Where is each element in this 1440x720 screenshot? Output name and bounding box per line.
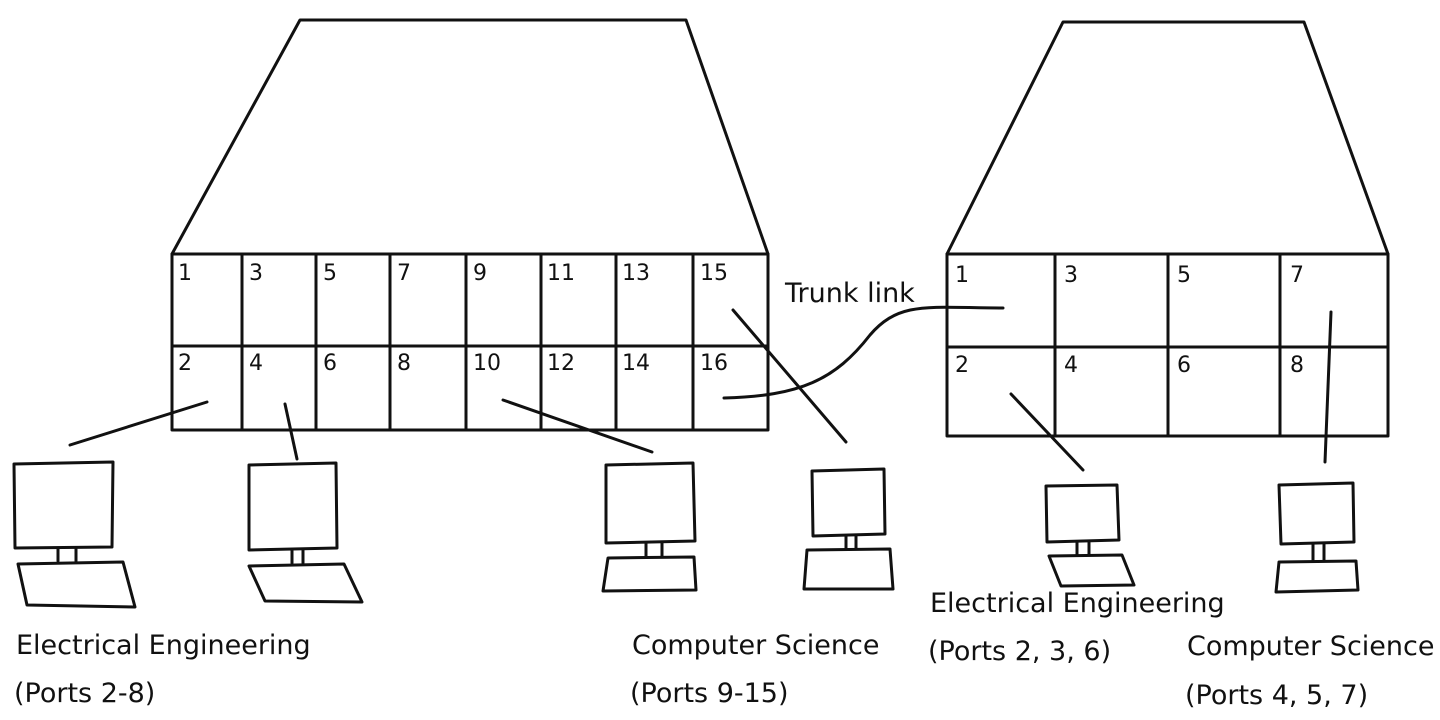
port-label: 8 — [1290, 353, 1304, 378]
cable-port-4 — [283, 402, 299, 461]
ee-left-ports: (Ports 2-8) — [14, 678, 155, 709]
port-label: 4 — [1064, 353, 1078, 378]
switch-right: 1 3 5 7 2 4 6 8 — [945, 20, 1390, 438]
port-label: 1 — [955, 263, 969, 288]
port-label: 10 — [473, 351, 501, 376]
cs-right-ports: (Ports 4, 5, 7) — [1185, 680, 1368, 711]
cs-left-ports: (Ports 9-15) — [630, 678, 789, 709]
cable-port-10 — [501, 398, 654, 454]
switch-right-column-dividers — [1053, 252, 1282, 438]
computer-icon — [601, 461, 698, 593]
switch-right-top-housing — [945, 20, 1390, 256]
cs-left-name: Computer Science — [632, 630, 879, 661]
port-label: 2 — [955, 353, 969, 378]
computer-icon — [1044, 483, 1136, 588]
port-label: 7 — [1290, 263, 1304, 288]
port-label: 3 — [1064, 263, 1078, 288]
computer-icon — [1274, 481, 1360, 594]
switch-left-column-dividers — [240, 252, 695, 432]
computer-icon — [802, 467, 895, 591]
port-label: 4 — [249, 351, 263, 376]
port-label: 6 — [1177, 353, 1191, 378]
port-label: 16 — [700, 351, 728, 376]
port-label: 5 — [1177, 263, 1191, 288]
port-label: 15 — [700, 261, 728, 286]
port-label: 3 — [249, 261, 263, 286]
patch-cables — [68, 308, 1333, 472]
cable-port-15 — [731, 308, 848, 444]
switch-left: 1 3 5 7 9 11 13 15 2 4 6 8 10 12 14 16 — [170, 18, 770, 432]
ee-left-name: Electrical Engineering — [16, 630, 311, 661]
port-label: 7 — [397, 261, 411, 286]
port-label: 11 — [547, 261, 575, 286]
cs-right-name: Computer Science — [1187, 631, 1434, 662]
port-label: 9 — [473, 261, 487, 286]
port-label: 14 — [622, 351, 650, 376]
ee-right-name: Electrical Engineering — [930, 588, 1225, 619]
port-label: 2 — [178, 351, 192, 376]
switch-left-top-housing — [170, 18, 770, 256]
switch-right-port-labels: 1 3 5 7 2 4 6 8 — [955, 263, 1304, 378]
port-label: 6 — [323, 351, 337, 376]
switch-left-port-panel — [170, 252, 770, 432]
ee-right-ports: (Ports 2, 3, 6) — [928, 636, 1111, 667]
port-label: 13 — [622, 261, 650, 286]
cable-right-port-7 — [1323, 310, 1333, 464]
port-label: 12 — [547, 351, 575, 376]
switch-left-port-labels: 1 3 5 7 9 11 13 15 2 4 6 8 10 12 14 16 — [178, 261, 728, 376]
cable-right-port-2 — [1009, 392, 1085, 472]
computer-icon — [247, 461, 364, 604]
computer-icon — [12, 460, 137, 609]
trunk-link-cable — [722, 305, 1005, 400]
port-label: 8 — [397, 351, 411, 376]
trunk-link-label: Trunk link — [784, 278, 915, 309]
port-label: 1 — [178, 261, 192, 286]
port-label: 5 — [323, 261, 337, 286]
cable-port-2 — [68, 400, 209, 447]
